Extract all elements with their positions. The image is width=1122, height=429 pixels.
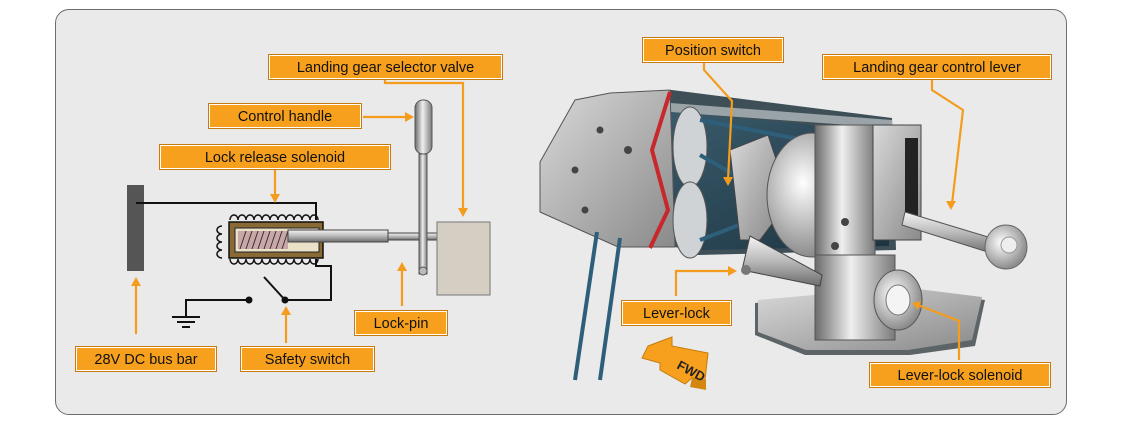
label-bus-bar: 28V DC bus bar [76,347,216,371]
pulleys [672,106,708,259]
label-lock-release-solenoid: Lock release solenoid [160,145,390,169]
control-handle-shape [414,99,433,276]
label-control-lever: Landing gear control lever [823,55,1051,79]
safety-switch-symbol [245,276,289,304]
label-selector-valve: Landing gear selector valve [269,55,502,79]
label-control-handle: Control handle [209,104,361,128]
side-plate [539,89,676,249]
solenoid-coil [216,214,319,265]
label-lever-lock: Lever-lock [622,301,731,325]
lever-bracket [872,124,922,241]
solenoid-unit [814,254,923,341]
fwd-arrow: FWD [641,336,709,390]
control-lever-arm [901,211,1028,270]
selector-valve-body [436,221,491,296]
leader-arrowheads [131,112,956,315]
label-lever-lock-solenoid: Lever-lock solenoid [870,363,1050,387]
label-lock-pin: Lock-pin [355,311,447,335]
label-position-switch: Position switch [643,38,783,62]
lever-lock-link [741,235,823,287]
drum-assembly [766,124,876,258]
label-safety-switch: Safety switch [241,347,374,371]
ground-symbol [172,316,200,328]
bus-bar [127,185,144,271]
